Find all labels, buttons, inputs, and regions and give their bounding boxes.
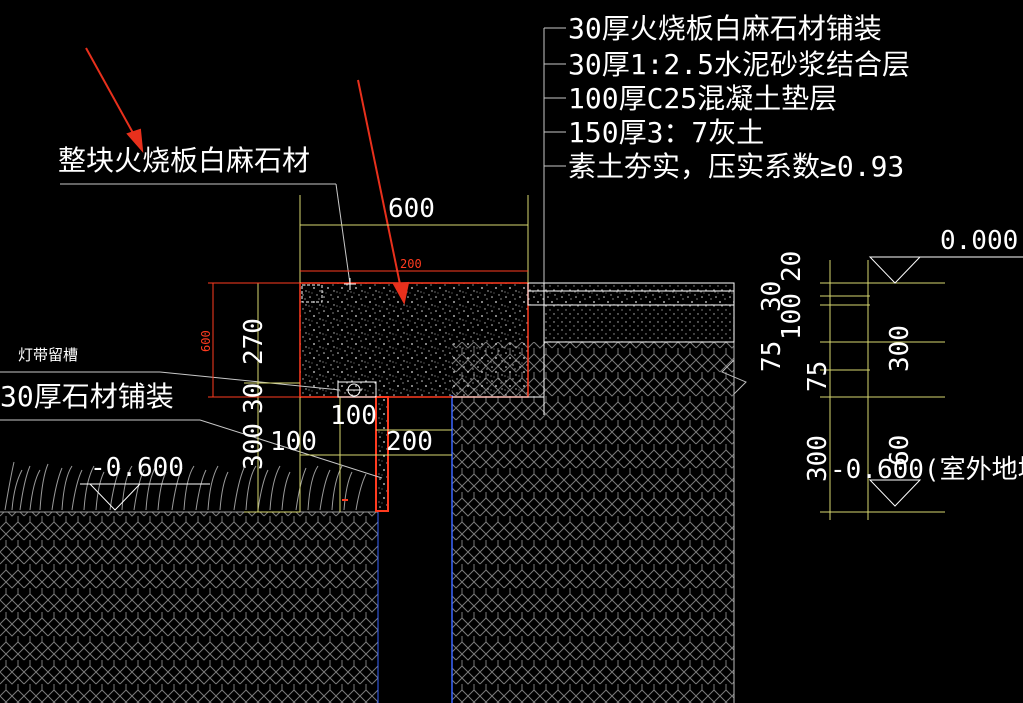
dim-right-100: 100 bbox=[777, 293, 807, 340]
dim-right-75b: 75 bbox=[803, 361, 833, 392]
elevation-zero: 0.000 bbox=[940, 226, 1018, 256]
elevation-neg: -0.600 bbox=[90, 453, 184, 483]
dim-right-20: 20 bbox=[777, 251, 807, 282]
stone-label-leader-2 bbox=[335, 183, 351, 285]
stone-block bbox=[299, 282, 529, 398]
dim-right-300: 300 bbox=[885, 325, 915, 372]
dim-top-width: 600 bbox=[388, 194, 435, 224]
dim-lower-height: 300 bbox=[239, 423, 269, 470]
layer-notes: 30厚火烧板白麻石材铺装 30厚1:2.5水泥砂浆结合层 100厚C25混凝土垫… bbox=[568, 12, 910, 183]
dim-right-75a: 75 bbox=[757, 341, 787, 372]
break-symbol bbox=[721, 359, 747, 395]
layer-note-3: 100厚C25混凝土垫层 bbox=[568, 82, 837, 115]
dim-base-right: 200 bbox=[386, 427, 433, 457]
earth-left bbox=[0, 512, 378, 703]
layer-note-5: 素土夯实，压实系数≥0.93 bbox=[568, 150, 904, 183]
dim-inner-width: 200 bbox=[400, 257, 422, 271]
paving-layer-2 bbox=[527, 290, 735, 306]
light-slot-label: 灯带留槽 bbox=[18, 346, 78, 364]
dim-right-300b: 300 bbox=[803, 435, 833, 482]
stone-paving-leader-2 bbox=[199, 419, 383, 479]
red-arrows bbox=[85, 47, 410, 305]
layer-leader bbox=[543, 27, 566, 283]
stone-block-label: 整块火烧板白麻石材 bbox=[58, 144, 310, 177]
dim-joint: 30 bbox=[239, 383, 269, 414]
paving-layer-1 bbox=[527, 282, 735, 292]
block-notch bbox=[301, 284, 323, 303]
elevation-marker-top bbox=[868, 256, 922, 284]
outdoor-ground-elevation: -0.600(室外地坪) bbox=[830, 455, 1023, 485]
light-slot-leader-2 bbox=[159, 371, 341, 391]
layer-note-2: 30厚1:2.5水泥砂浆结合层 bbox=[568, 48, 910, 81]
paving-layer-3 bbox=[543, 304, 735, 343]
stone-paving-label: 30厚石材铺装 bbox=[0, 380, 174, 413]
elevation-marker-bottom bbox=[868, 479, 922, 507]
dim-right-30: 30 bbox=[757, 281, 787, 312]
dim-base-left: 100 bbox=[270, 427, 317, 457]
earth-right bbox=[452, 342, 734, 703]
dim-block-height: 270 bbox=[239, 318, 269, 365]
red-dimension bbox=[208, 270, 528, 398]
stone-wall bbox=[375, 396, 389, 512]
grass bbox=[0, 461, 378, 513]
crosshair-marker bbox=[344, 278, 362, 397]
dim-wall-width: 100 bbox=[330, 401, 377, 431]
dim-small-600: 600 bbox=[199, 330, 213, 352]
layer-note-1: 30厚火烧板白麻石材铺装 bbox=[568, 12, 882, 45]
dim-right-60: 60 bbox=[885, 435, 915, 466]
layer-note-4: 150厚3：7灰土 bbox=[568, 116, 764, 149]
